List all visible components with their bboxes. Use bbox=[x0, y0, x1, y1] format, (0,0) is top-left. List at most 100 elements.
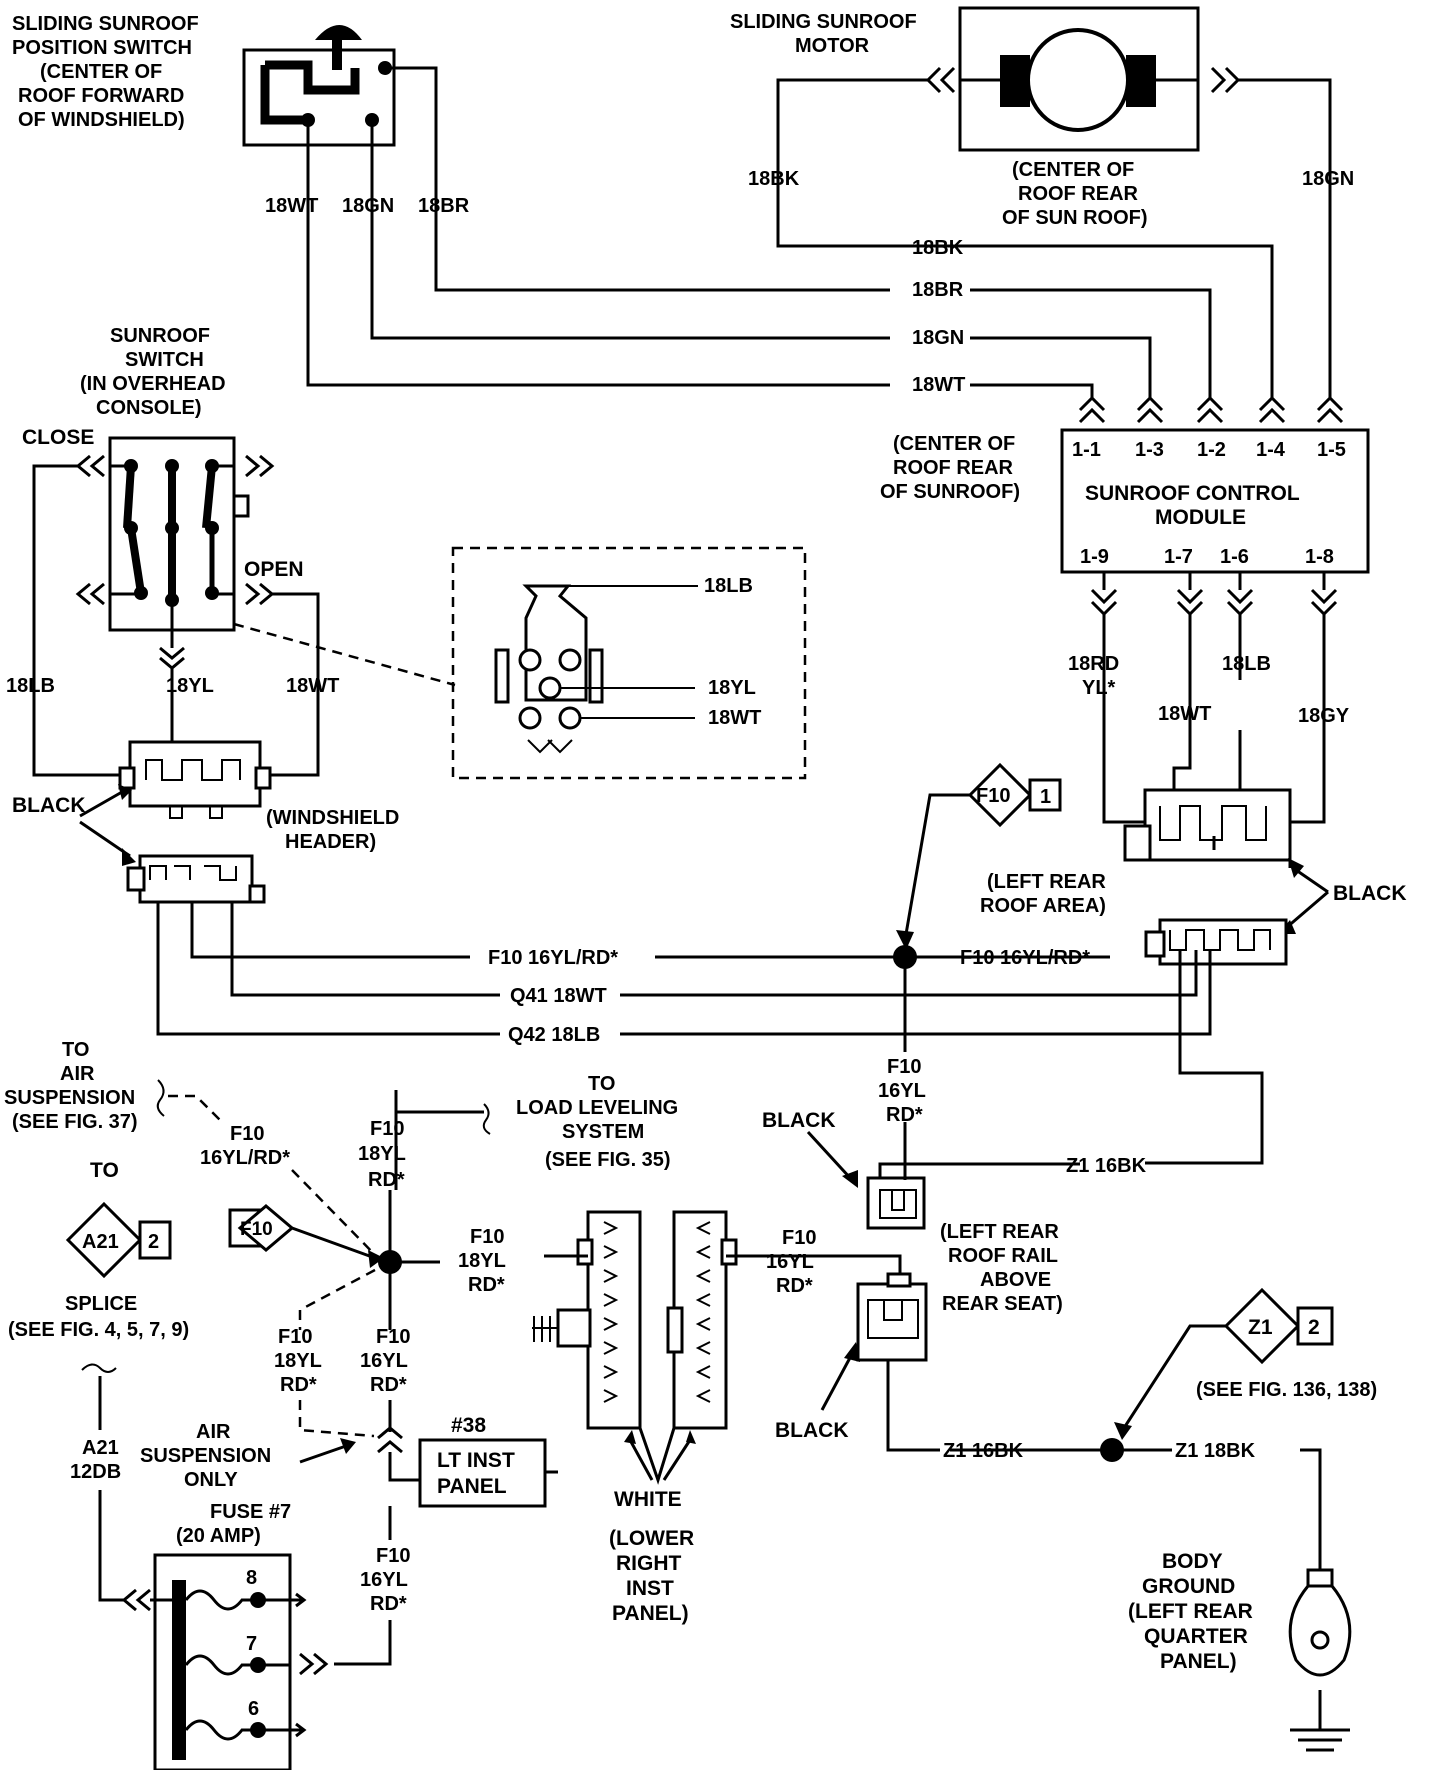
wire-label-f10-fuse: F10 bbox=[376, 1545, 410, 1567]
splice-label: SPLICE (SEE FIG. 4, 5, 7, 9) bbox=[8, 1293, 189, 1341]
body-ground-label: BODY GROUND (LEFT REAR QUARTER PANEL) bbox=[1128, 1550, 1253, 1673]
wire-label-18gn: 18GN bbox=[342, 195, 394, 217]
svg-text:1-7: 1-7 bbox=[1164, 546, 1193, 568]
wire-label-12db: 12DB bbox=[70, 1461, 121, 1483]
wire-label-rd-roofrail: RD* bbox=[776, 1275, 813, 1297]
svg-text:FUSE #7: FUSE #7 bbox=[210, 1501, 291, 1523]
roof-rail-connector-lower bbox=[856, 1272, 928, 1362]
svg-text:(CENTER OF: (CENTER OF bbox=[893, 433, 1015, 455]
svg-text:OF WINDSHIELD): OF WINDSHIELD) bbox=[18, 109, 185, 131]
svg-text:SUSPENSION: SUSPENSION bbox=[4, 1087, 135, 1109]
svg-text:INST: INST bbox=[626, 1577, 674, 1600]
svg-text:1-9: 1-9 bbox=[1080, 546, 1109, 568]
svg-text:LT INST: LT INST bbox=[437, 1449, 515, 1472]
inset-label-16yl: 18YL bbox=[708, 677, 756, 699]
white-connector bbox=[532, 1210, 738, 1430]
svg-text:6: 6 bbox=[248, 1698, 259, 1720]
svg-text:ROOF AREA): ROOF AREA) bbox=[980, 895, 1106, 917]
wire-label-18yl-ll: 18YL bbox=[358, 1143, 406, 1165]
label-to: TO bbox=[90, 1159, 119, 1182]
wire-label-18rd: 18RD bbox=[1068, 653, 1119, 675]
svg-text:LOAD LEVELING: LOAD LEVELING bbox=[516, 1097, 678, 1119]
svg-text:1-4: 1-4 bbox=[1256, 439, 1286, 461]
svg-text:(CENTER OF: (CENTER OF bbox=[40, 61, 162, 83]
windshield-connector-lower bbox=[126, 854, 266, 904]
wire-label-16yl-air: 16YL/RD* bbox=[200, 1147, 290, 1169]
wire-label-yl: YL* bbox=[1082, 677, 1116, 699]
z1-badge-2: Z1 2 bbox=[1223, 1287, 1334, 1365]
svg-text:(LEFT REAR: (LEFT REAR bbox=[987, 871, 1106, 893]
left-rear-roof-rail-label: (LEFT REAR ROOF RAIL ABOVE REAR SEAT) bbox=[940, 1221, 1063, 1315]
motor-location: (CENTER OF ROOF REAR OF SUN ROOF) bbox=[1002, 159, 1148, 229]
svg-text:SUSPENSION: SUSPENSION bbox=[140, 1445, 271, 1467]
svg-text:(WINDSHIELD: (WINDSHIELD bbox=[266, 807, 399, 829]
svg-text:(SEE FIG. 35): (SEE FIG. 35) bbox=[545, 1149, 671, 1171]
svg-text:HEADER): HEADER) bbox=[285, 831, 376, 853]
svg-text:ROOF RAIL: ROOF RAIL bbox=[948, 1245, 1058, 1267]
f10-badge-1: F10 1 bbox=[967, 762, 1062, 828]
svg-text:MOTOR: MOTOR bbox=[795, 35, 870, 57]
sunroof-motor bbox=[958, 6, 1200, 152]
wire-label-18yl-dash: 18YL bbox=[274, 1350, 322, 1372]
label-close: CLOSE bbox=[22, 426, 94, 449]
svg-text:TO: TO bbox=[588, 1073, 615, 1095]
svg-text:1-3: 1-3 bbox=[1135, 439, 1164, 461]
wire-18gn-top bbox=[370, 120, 890, 340]
wire-label-rd-center: RD* bbox=[370, 1374, 407, 1396]
lower-right-inst-label: (LOWER RIGHT INST PANEL) bbox=[609, 1527, 694, 1625]
svg-text:POSITION SWITCH: POSITION SWITCH bbox=[12, 37, 192, 59]
sunroof-switch-title: SUNROOF SWITCH (IN OVERHEAD CONSOLE) bbox=[80, 325, 226, 419]
svg-text:1-2: 1-2 bbox=[1197, 439, 1226, 461]
svg-text:BODY: BODY bbox=[1162, 1550, 1223, 1573]
label-black-lower: BLACK bbox=[775, 1419, 849, 1442]
wire-label-18lb-module: 18LB bbox=[1222, 653, 1271, 675]
fuse-label: FUSE #7 (20 AMP) bbox=[176, 1501, 291, 1547]
see-fig-136: (SEE FIG. 136, 138) bbox=[1196, 1379, 1377, 1401]
windshield-connector-upper bbox=[118, 740, 272, 819]
svg-text:SUNROOF: SUNROOF bbox=[110, 325, 210, 347]
roof-rail-connector-upper bbox=[866, 1176, 926, 1230]
svg-text:OF SUN ROOF): OF SUN ROOF) bbox=[1002, 207, 1148, 229]
wire-label-rd-dash: RD* bbox=[280, 1374, 317, 1396]
svg-text:PANEL): PANEL) bbox=[612, 1602, 689, 1625]
wire-label-18br: 18BR bbox=[418, 195, 470, 217]
label-white: WHITE bbox=[614, 1488, 682, 1511]
wire-label-f10-roofrail: F10 bbox=[782, 1227, 816, 1249]
wire-label-18yl-switch: 18YL bbox=[166, 675, 214, 697]
wire-label-z1-16bk-lower: Z1 16BK bbox=[943, 1440, 1024, 1462]
wire-label-rd-fuse: RD* bbox=[370, 1593, 407, 1615]
svg-text:QUARTER: QUARTER bbox=[1144, 1625, 1248, 1648]
wire-label-rd-mid: RD* bbox=[886, 1104, 923, 1126]
harness-label-18bk: 18BK bbox=[912, 237, 964, 259]
harness-label-f10-right: F10 16YL/RD* bbox=[960, 947, 1090, 969]
wire-18br-top bbox=[385, 66, 890, 292]
svg-text:(CENTER OF: (CENTER OF bbox=[1012, 159, 1134, 181]
svg-text:(IN OVERHEAD: (IN OVERHEAD bbox=[80, 373, 226, 395]
svg-text:SYSTEM: SYSTEM bbox=[562, 1121, 644, 1143]
svg-text:ROOF REAR: ROOF REAR bbox=[893, 457, 1014, 479]
wire-label-rd-ll: RD* bbox=[368, 1169, 405, 1191]
svg-text:1-8: 1-8 bbox=[1305, 546, 1334, 568]
svg-text:(LEFT REAR: (LEFT REAR bbox=[940, 1221, 1059, 1243]
lt-inst-panel-box: LT INST PANEL bbox=[418, 1438, 547, 1508]
svg-text:PANEL: PANEL bbox=[437, 1475, 507, 1498]
wire-label-16yl-roofrail: 16YL bbox=[766, 1251, 814, 1273]
svg-text:7: 7 bbox=[246, 1633, 257, 1655]
wire-label-16yl-fuse: 16YL bbox=[360, 1569, 408, 1591]
svg-text:MODULE: MODULE bbox=[1155, 506, 1246, 529]
wire-label-18lb-switch: 18LB bbox=[6, 675, 55, 697]
wire-label-16yl-mid: 16YL bbox=[878, 1080, 926, 1102]
wire-label-18gn-right: 18GN bbox=[1302, 168, 1354, 190]
svg-text:ONLY: ONLY bbox=[184, 1469, 238, 1491]
wire-18wt-top bbox=[306, 120, 890, 387]
svg-text:GROUND: GROUND bbox=[1142, 1575, 1235, 1598]
svg-text:(SEE FIG. 37): (SEE FIG. 37) bbox=[12, 1111, 138, 1133]
wire-label-f10-dash: F10 bbox=[278, 1326, 312, 1348]
wire-label-f10-ll: F10 bbox=[370, 1118, 404, 1140]
svg-text:1: 1 bbox=[1040, 786, 1051, 808]
svg-text:PANEL): PANEL) bbox=[1160, 1650, 1237, 1673]
svg-text:8: 8 bbox=[246, 1567, 257, 1589]
svg-text:1-6: 1-6 bbox=[1220, 546, 1249, 568]
motor-title: SLIDING SUNROOF MOTOR bbox=[730, 11, 917, 57]
harness-label-18gn: 18GN bbox=[912, 327, 964, 349]
